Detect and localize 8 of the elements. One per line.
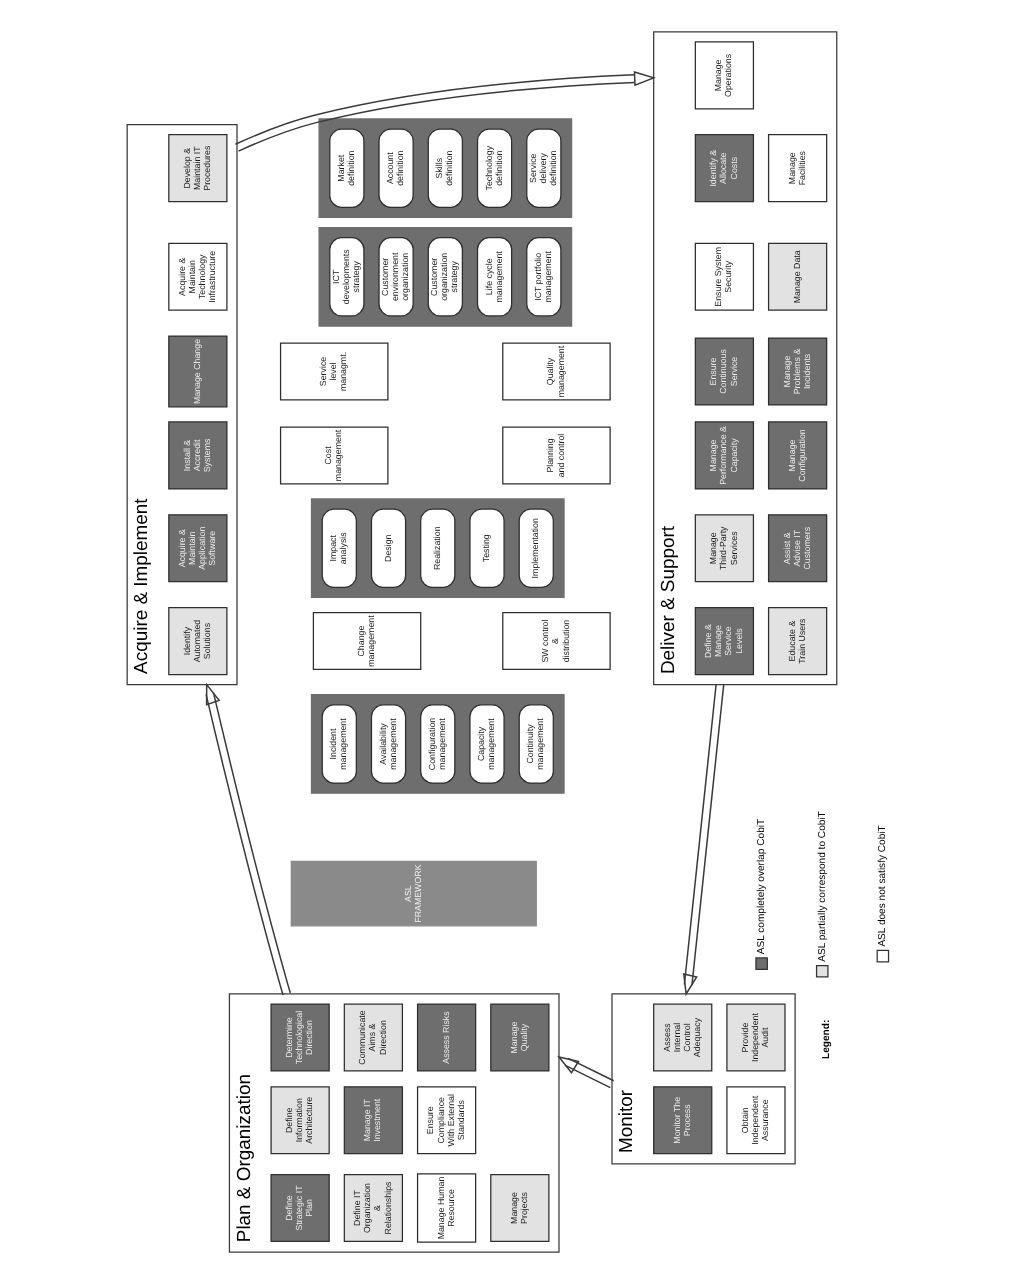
arrow bbox=[556, 1055, 614, 1089]
cluster bbox=[309, 694, 564, 794]
arrow bbox=[204, 682, 291, 996]
cluster bbox=[309, 498, 564, 599]
arrow bbox=[681, 683, 724, 997]
cluster bbox=[317, 118, 572, 219]
arrow bbox=[233, 70, 655, 152]
cluster bbox=[317, 226, 572, 327]
